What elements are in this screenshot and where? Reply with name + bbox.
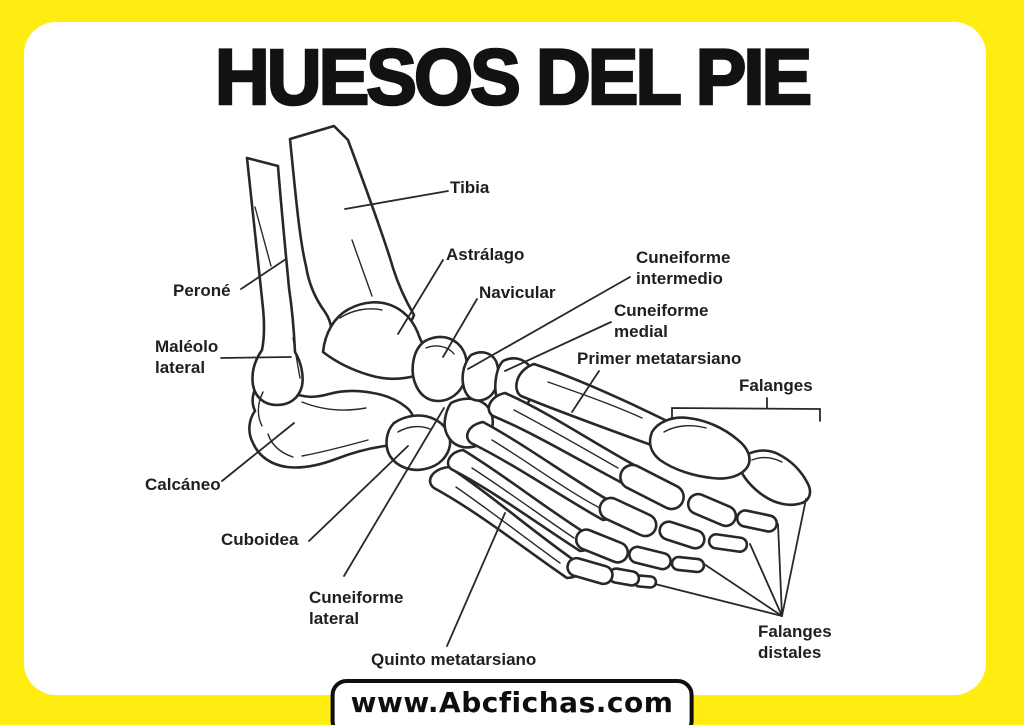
falange-distal-hallux xyxy=(738,449,812,507)
falanges-bracket xyxy=(671,407,821,422)
leader-cuneiforme-lateral xyxy=(343,407,445,577)
cuboidea-bone xyxy=(385,414,452,472)
leader-maleolo-lateral xyxy=(220,356,292,359)
label-cuneiforme-medial: Cuneiforme medial xyxy=(614,301,709,341)
perone-bone xyxy=(245,156,304,407)
page-title: HUESOS DEL PIE xyxy=(214,32,814,122)
falanges-toe2 xyxy=(619,463,779,533)
leader-tibia xyxy=(344,190,449,210)
fan-lines-falanges-distales xyxy=(654,498,807,617)
label-calcaneo: Calcáneo xyxy=(145,475,221,494)
leader-cuboidea xyxy=(308,445,409,542)
label-primer-metatarsiano: Primer metatarsiano xyxy=(577,349,742,368)
leader-cuneiforme-medial xyxy=(504,321,612,372)
label-perone: Peroné xyxy=(173,281,231,300)
website-watermark: www.Abcfichas.com xyxy=(330,679,694,725)
bone-detail-lines xyxy=(254,206,783,564)
leader-perone xyxy=(240,258,287,290)
leader-astralago xyxy=(397,259,444,335)
leader-navicular xyxy=(442,298,478,358)
label-cuboidea: Cuboidea xyxy=(221,530,299,549)
website-watermark-text: www.Abcfichas.com xyxy=(350,686,674,719)
label-astralago: Astrálago xyxy=(446,245,525,264)
label-falanges-distales: Falanges distales xyxy=(758,622,832,662)
label-cuneiforme-lateral: Cuneiforme lateral xyxy=(309,588,404,628)
leader-quinto-metatarsiano xyxy=(446,512,506,647)
falanges-toe3 xyxy=(598,496,749,553)
label-cuneiforme-intermedio: Cuneiforme intermedio xyxy=(636,248,731,288)
label-maleolo-lateral: Maléolo lateral xyxy=(155,337,219,377)
label-falanges: Falanges xyxy=(739,376,813,395)
label-tibia: Tibia xyxy=(450,178,490,197)
cuneiforme-intermedio-bone xyxy=(461,351,500,402)
label-navicular: Navicular xyxy=(479,283,556,302)
leader-cuneiforme-intermedio xyxy=(467,276,631,370)
label-quinto-metatarsiano: Quinto metatarsiano xyxy=(371,650,537,669)
falanges-toe4 xyxy=(574,528,706,574)
tercer-metatarsiano-bone xyxy=(466,420,619,522)
leader-primer-metatarsiano xyxy=(571,370,600,413)
white-panel xyxy=(24,22,986,695)
falange-proximal-hallux xyxy=(648,416,751,480)
falanges-toe5 xyxy=(566,556,658,589)
leader-calcaneo xyxy=(221,422,295,482)
